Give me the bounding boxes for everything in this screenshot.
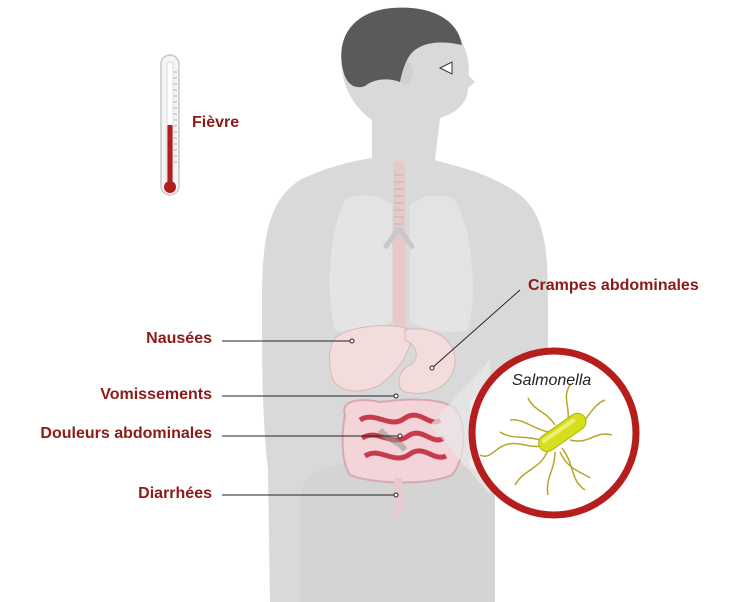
nausea-label: Nausées — [146, 330, 212, 348]
fever-label: Fièvre — [192, 114, 239, 132]
vomiting-label: Vomissements — [100, 386, 212, 404]
abdominal-pain-label: Douleurs abdominales — [40, 425, 212, 443]
thermometer-icon — [161, 55, 179, 195]
salmonella-label: Salmonella — [512, 372, 591, 390]
abdominal-cramps-label: Crampes abdominales — [528, 277, 699, 295]
diarrhea-label: Diarrhées — [138, 485, 212, 503]
